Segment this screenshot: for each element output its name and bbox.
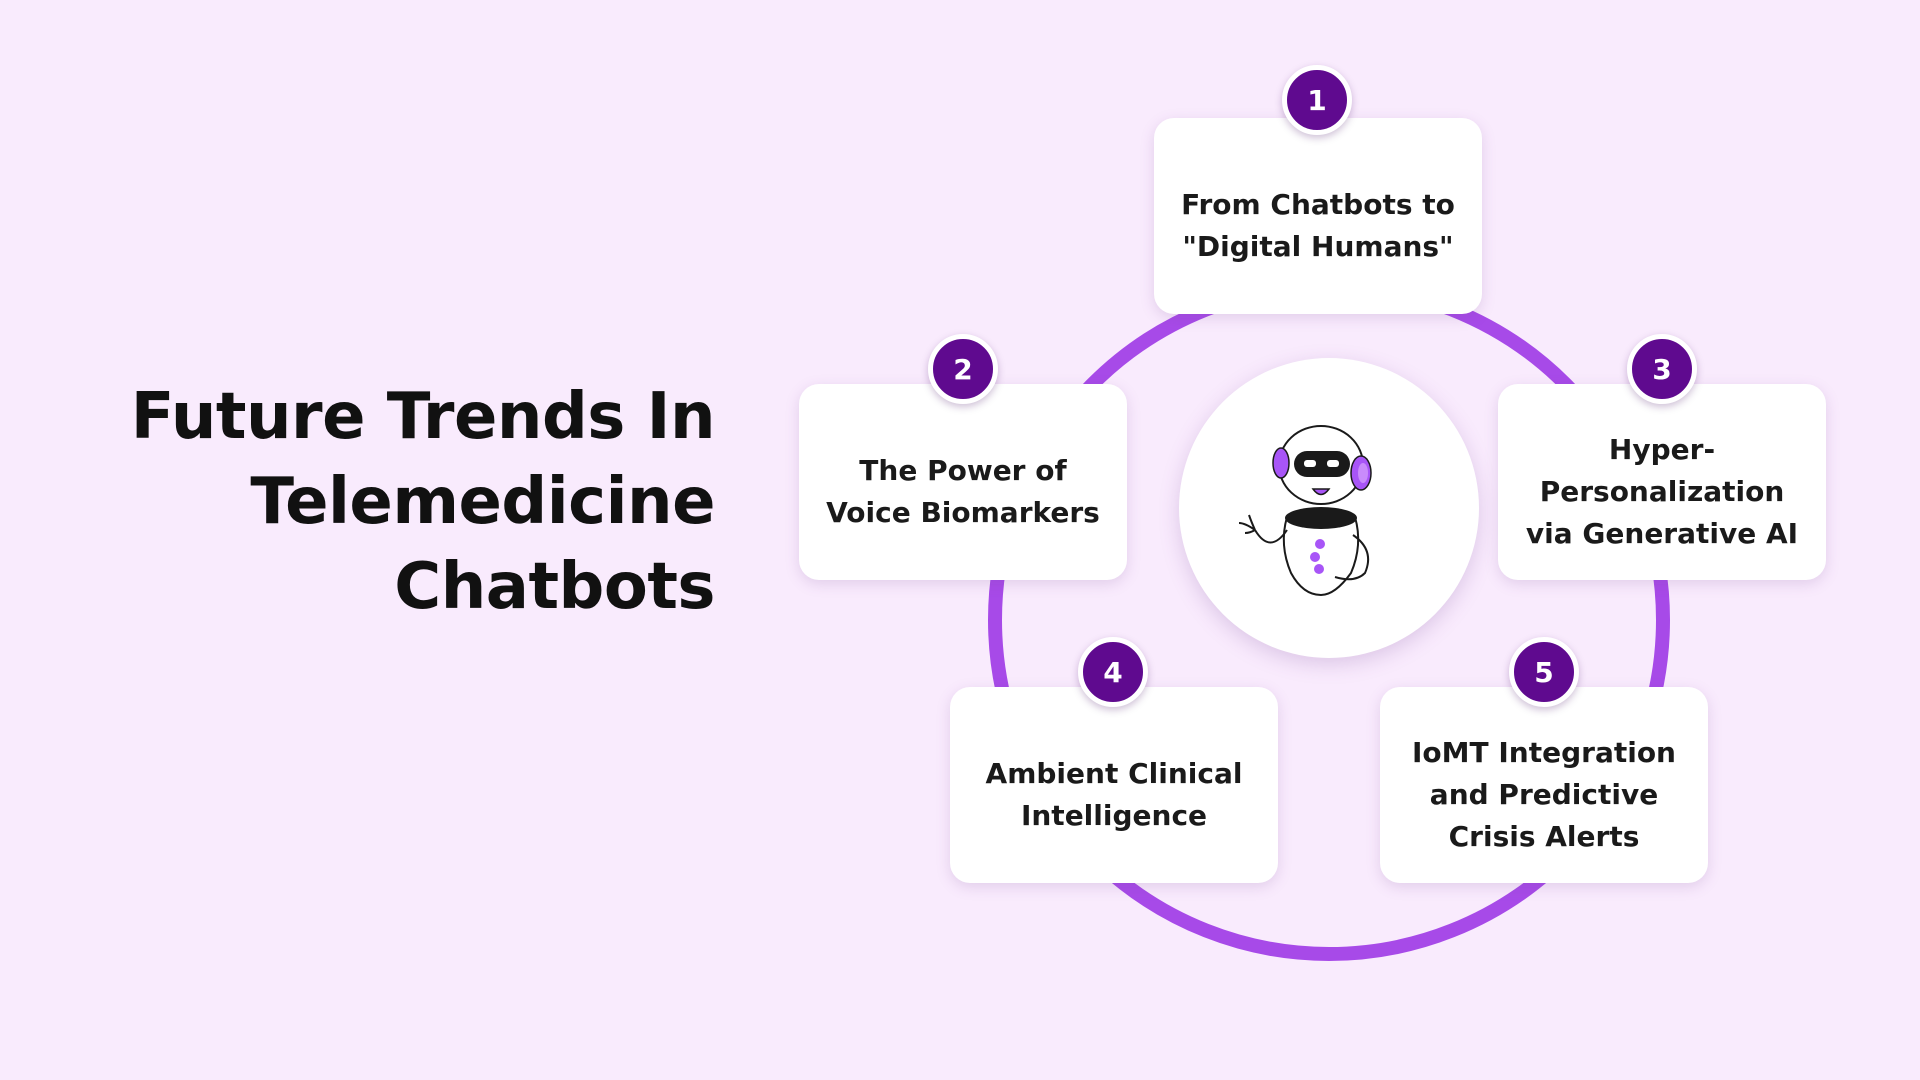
step-badge-5: 5: [1509, 637, 1579, 707]
trend-card-4: Ambient Clinical Intelligence: [950, 687, 1278, 883]
step-badge-4: 4: [1078, 637, 1148, 707]
page-title: Future Trends In Telemedicine Chatbots: [115, 375, 716, 630]
step-badge-3: 3: [1627, 334, 1697, 404]
title-line-2: Telemedicine: [250, 465, 715, 539]
trend-label-4: Ambient Clinical Intelligence: [985, 757, 1243, 832]
step-badge-2: 2: [928, 334, 998, 404]
trend-card-1: From Chatbots to "Digital Humans": [1154, 118, 1482, 314]
trend-label-3: Hyper- Personalization via Generative AI: [1525, 433, 1799, 550]
trend-card-3: Hyper- Personalization via Generative AI: [1498, 384, 1826, 580]
step-badge-1: 1: [1282, 65, 1352, 135]
robot-assistant-icon: [1238, 425, 1372, 597]
trend-card-5: IoMT Integration and Predictive Crisis A…: [1380, 687, 1708, 883]
trend-label-1: From Chatbots to "Digital Humans": [1181, 188, 1455, 263]
trend-label-5: IoMT Integration and Predictive Crisis A…: [1412, 736, 1676, 853]
title-line-3: Chatbots: [394, 550, 715, 624]
title-line-1: Future Trends In: [130, 380, 716, 454]
trend-label-2: The Power of Voice Biomarkers: [826, 454, 1100, 529]
trend-card-2: The Power of Voice Biomarkers: [799, 384, 1127, 580]
